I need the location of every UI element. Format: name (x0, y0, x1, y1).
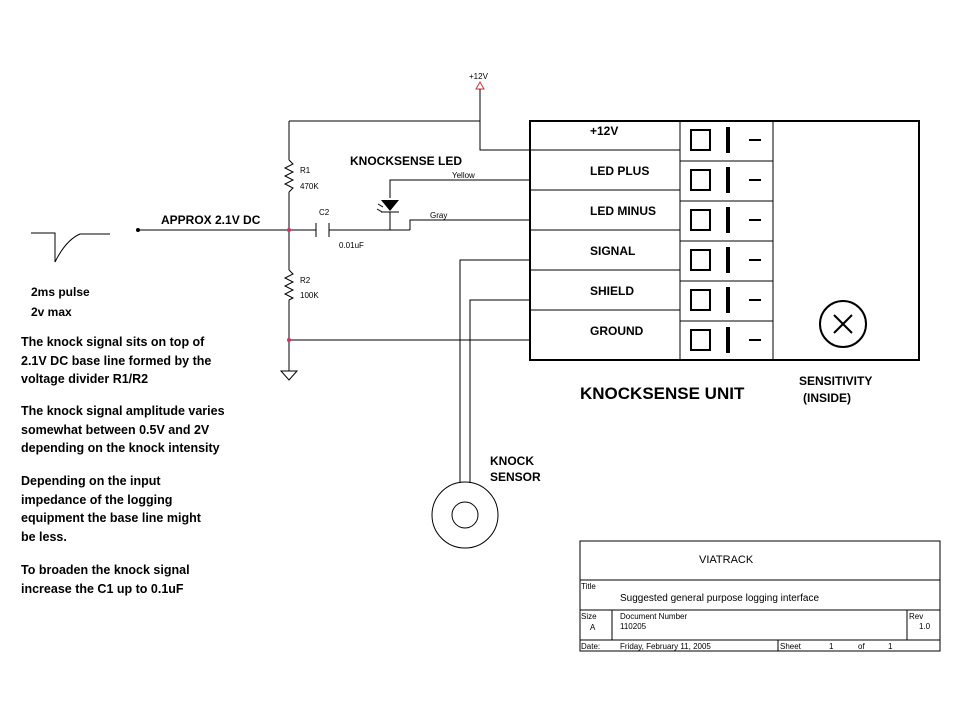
terminal-dash-icon (749, 179, 761, 181)
terminal-bar-icon (726, 287, 730, 313)
wire-gray-label: Gray (430, 211, 447, 220)
note-broaden: To broaden the knock signal increase the… (21, 563, 190, 596)
tb-total: 1 (888, 642, 893, 651)
unit-title: KNOCKSENSE UNIT (580, 384, 745, 403)
tb-date-label: Date: (581, 642, 600, 651)
terminal-dash-icon (749, 259, 761, 261)
terminal-bar-icon (726, 167, 730, 193)
r2-ref: R2 (300, 276, 311, 285)
terminal-dash-icon (749, 339, 761, 341)
tb-size: A (590, 623, 596, 632)
capacitor-c2: C2 0.01uF (315, 208, 364, 250)
terminal-label: SHIELD (590, 284, 634, 298)
tb-sheet: 1 (829, 642, 834, 651)
terminal-bar-icon (726, 247, 730, 273)
wire-yellow-label: Yellow (452, 171, 475, 180)
note-impedance: Depending on the input impedance of the … (21, 474, 201, 544)
resistor-r1: R1 470K (283, 159, 319, 193)
pulse-line2: 2v max (31, 305, 72, 319)
wires (138, 120, 530, 483)
tb-title: Suggested general purpose logging interf… (620, 593, 819, 604)
terminal-screw-icon (690, 329, 711, 351)
terminal-dash-icon (749, 299, 761, 301)
sensitivity-line2: (INSIDE) (803, 391, 851, 405)
terminal-label: +12V (590, 124, 618, 138)
tb-sheet-label: Sheet (780, 642, 802, 651)
sensor-line2: SENSOR (490, 470, 541, 484)
sensitivity-knob-icon (819, 300, 867, 348)
sensitivity-line1: SENSITIVITY (799, 374, 872, 388)
title-block: VIATRACK Title Suggested general purpose… (579, 540, 941, 652)
tb-rev-label: Rev (909, 612, 923, 621)
junction-dot (287, 338, 291, 342)
ground-icon (279, 370, 299, 381)
tb-title-label: Title (581, 582, 596, 591)
terminal-screw-icon (690, 289, 711, 311)
c2-ref: C2 (319, 208, 330, 217)
r1-ref: R1 (300, 166, 311, 175)
note-amplitude: The knock signal amplitude varies somewh… (21, 404, 225, 455)
terminal-bar-icon (726, 127, 730, 153)
tb-company: VIATRACK (699, 554, 754, 566)
tb-size-label: Size (581, 612, 597, 621)
terminal-label: LED PLUS (590, 164, 649, 178)
terminal-bar-icon (726, 207, 730, 233)
pulse-waveform: 2ms pulse 2v max (31, 232, 110, 319)
terminal-dash-icon (749, 139, 761, 141)
resistor-r2: R2 100K (283, 269, 319, 301)
led-title: KNOCKSENSE LED (350, 154, 462, 168)
tb-docnum-label: Document Number (620, 612, 687, 621)
terminal-labels: +12V LED PLUS LED MINUS SIGNAL SHIELD GROUND (590, 124, 656, 338)
junctions (136, 228, 291, 342)
dc-label: APPROX 2.1V DC (161, 213, 261, 227)
power-arrow-icon (475, 80, 485, 90)
tb-date: Friday, February 11, 2005 (620, 642, 711, 651)
tb-rev: 1.0 (919, 622, 931, 631)
terminal-label: SIGNAL (590, 244, 635, 258)
note-baseline: The knock signal sits on top of 2.1V DC … (21, 335, 212, 386)
tb-docnum: 110205 (620, 622, 647, 631)
led: KNOCKSENSE LED Yellow Gray (350, 154, 475, 220)
terminal-screw-icon (690, 249, 711, 271)
knock-sensor-icon (431, 481, 499, 549)
supply-label: +12V (469, 72, 489, 81)
terminal-blocks (530, 127, 773, 353)
terminal-screw-icon (690, 129, 711, 151)
terminal-screw-icon (690, 169, 711, 191)
pulse-line1: 2ms pulse (31, 285, 90, 299)
r2-value: 100K (300, 291, 319, 300)
supply-12v: +12V (469, 72, 489, 121)
led-diode-icon (381, 200, 399, 211)
input-node (136, 228, 140, 232)
junction-dot (287, 228, 291, 232)
terminal-label: GROUND (590, 324, 644, 338)
terminal-screw-icon (690, 209, 711, 231)
sensor-line1: KNOCK (490, 454, 534, 468)
r1-value: 470K (300, 182, 319, 191)
terminal-label: LED MINUS (590, 204, 656, 218)
terminal-bar-icon (726, 327, 730, 353)
knock-sensor: KNOCK SENSOR (431, 454, 541, 549)
c2-value: 0.01uF (339, 241, 364, 250)
tb-of-label: of (858, 642, 865, 651)
terminal-dash-icon (749, 219, 761, 221)
